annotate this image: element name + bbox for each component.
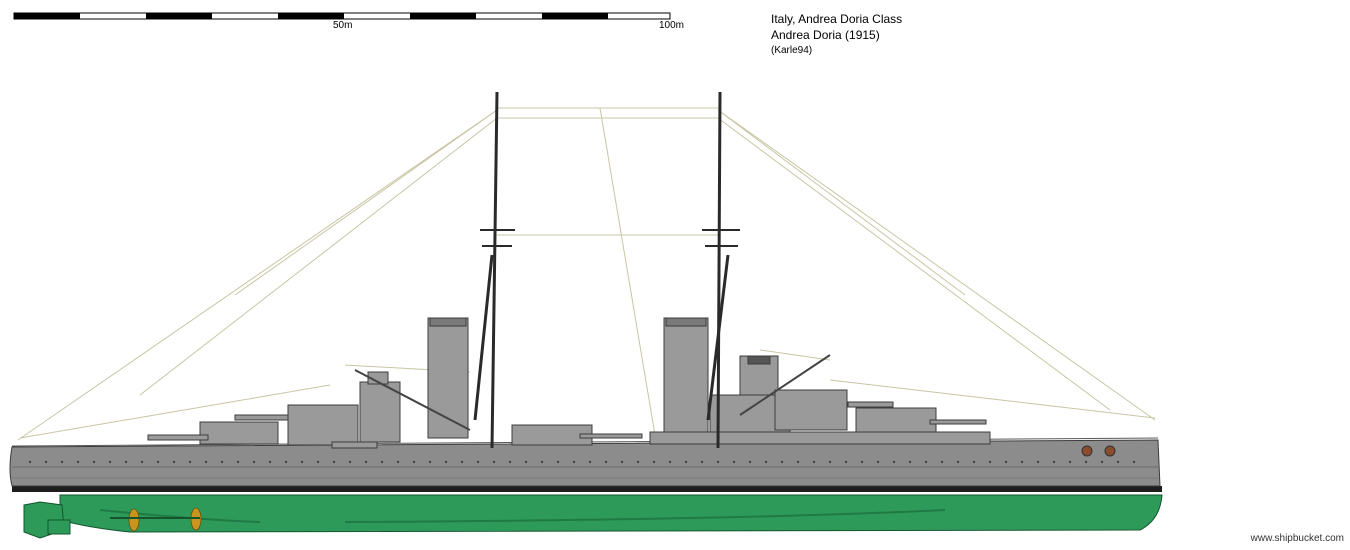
porthole — [1068, 460, 1072, 464]
porthole — [1036, 460, 1040, 464]
porthole — [876, 460, 880, 464]
boot-topping — [12, 486, 1162, 492]
porthole — [748, 460, 752, 464]
author-credit: (Karle94) — [771, 45, 813, 56]
porthole — [796, 460, 800, 464]
porthole — [476, 460, 480, 464]
porthole — [1004, 460, 1008, 464]
porthole — [604, 460, 608, 464]
porthole — [732, 460, 736, 464]
porthole — [412, 460, 416, 464]
cranes — [354, 354, 831, 431]
porthole — [572, 460, 576, 464]
porthole — [1100, 460, 1104, 464]
porthole — [780, 460, 784, 464]
porthole — [988, 460, 992, 464]
porthole — [620, 460, 624, 464]
porthole — [684, 460, 688, 464]
porthole — [348, 460, 352, 464]
porthole — [268, 460, 272, 464]
porthole — [444, 460, 448, 464]
masts — [473, 91, 740, 449]
scale-label-50m: 50m — [333, 20, 353, 31]
porthole — [524, 460, 528, 464]
porthole — [44, 460, 48, 464]
porthole — [956, 460, 960, 464]
ship-name-title: Andrea Doria (1915) — [771, 28, 880, 42]
porthole — [92, 460, 96, 464]
porthole — [924, 460, 928, 464]
porthole — [428, 460, 432, 464]
porthole — [380, 460, 384, 464]
porthole — [364, 460, 368, 464]
porthole — [844, 460, 848, 464]
porthole — [124, 460, 128, 464]
porthole — [492, 460, 496, 464]
porthole — [460, 460, 464, 464]
porthole — [908, 460, 912, 464]
porthole — [188, 460, 192, 464]
porthole — [764, 460, 768, 464]
porthole — [316, 460, 320, 464]
anchor-icons — [1081, 445, 1116, 457]
porthole — [76, 460, 80, 464]
porthole — [1020, 460, 1024, 464]
porthole — [396, 460, 400, 464]
porthole — [204, 460, 208, 464]
ship-class-title: Italy, Andrea Doria Class — [771, 12, 903, 26]
hull — [9, 437, 1161, 487]
propeller-icons — [110, 507, 202, 532]
porthole — [636, 460, 640, 464]
porthole — [892, 460, 896, 464]
porthole — [140, 460, 144, 464]
porthole — [588, 460, 592, 464]
porthole — [332, 460, 336, 464]
scale-label-100m: 100m — [659, 20, 685, 31]
scale-bar — [13, 12, 671, 20]
porthole — [508, 460, 512, 464]
rigging — [17, 107, 1156, 441]
porthole — [1052, 460, 1056, 464]
porthole — [60, 460, 64, 464]
porthole — [556, 460, 560, 464]
porthole — [1132, 460, 1136, 464]
superstructure — [147, 317, 991, 449]
porthole — [860, 460, 864, 464]
porthole — [252, 460, 256, 464]
porthole — [28, 460, 32, 464]
porthole — [700, 460, 704, 464]
porthole — [156, 460, 160, 464]
portholes — [28, 460, 1136, 464]
porthole — [300, 460, 304, 464]
porthole — [236, 460, 240, 464]
porthole — [172, 460, 176, 464]
porthole — [652, 460, 656, 464]
porthole — [668, 460, 672, 464]
site-watermark: www.shipbucket.com — [1250, 533, 1344, 544]
porthole — [812, 460, 816, 464]
porthole — [284, 460, 288, 464]
porthole — [1116, 460, 1120, 464]
porthole — [220, 460, 224, 464]
porthole — [828, 460, 832, 464]
porthole — [972, 460, 976, 464]
porthole — [540, 460, 544, 464]
porthole — [940, 460, 944, 464]
porthole — [108, 460, 112, 464]
porthole — [1084, 460, 1088, 464]
porthole — [716, 460, 720, 464]
